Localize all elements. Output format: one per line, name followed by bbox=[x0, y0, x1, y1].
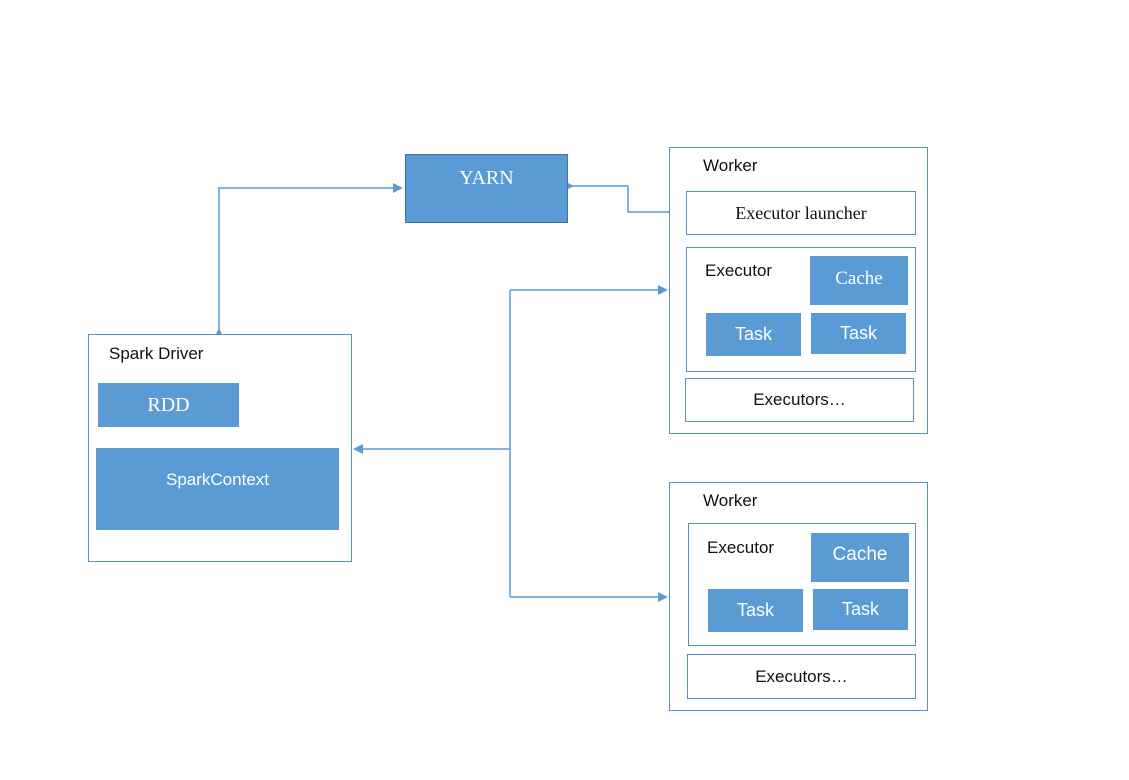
worker-1-task-1-box: Task bbox=[706, 313, 801, 356]
worker-2-task-1-box: Task bbox=[708, 589, 803, 632]
worker-1-title: Worker bbox=[703, 156, 758, 175]
spark-driver-box: Spark Driver RDD SparkContext bbox=[88, 334, 352, 562]
worker-1-task-2-box: Task bbox=[811, 313, 906, 354]
worker-2-executor-label: Executor bbox=[707, 538, 775, 557]
worker-2-task-2-box: Task bbox=[813, 589, 908, 630]
worker-1-cache-box: Cache bbox=[810, 256, 908, 305]
worker-1-executors-more-box: Executors… bbox=[685, 378, 914, 422]
worker-2-executor-box: Executor Cache Task Task bbox=[688, 523, 916, 646]
yarn-label: YARN bbox=[459, 167, 514, 189]
worker-2-task-2-label: Task bbox=[841, 599, 879, 619]
worker-2-task-1-label: Task bbox=[736, 600, 774, 620]
worker-2-title: Worker bbox=[703, 491, 758, 510]
driver-yarn-connector bbox=[214, 183, 403, 338]
spark-driver-title: Spark Driver bbox=[109, 344, 204, 363]
worker-2-cache-box: Cache bbox=[811, 533, 909, 582]
spark-context-label: SparkContext bbox=[166, 470, 269, 489]
spark-context-box: SparkContext bbox=[96, 448, 339, 530]
worker-1-executor-label: Executor bbox=[705, 261, 773, 280]
worker-1-task-2-label: Task bbox=[839, 323, 877, 343]
worker-2-executors-more-box: Executors… bbox=[687, 654, 916, 699]
worker-1-cache-label: Cache bbox=[835, 268, 883, 289]
worker-2-box: Worker Executor Cache Task Task Executor… bbox=[669, 482, 928, 711]
rdd-box: RDD bbox=[98, 383, 239, 427]
yarn-box: YARN bbox=[405, 154, 568, 223]
executor-launcher-label: Executor launcher bbox=[735, 202, 867, 223]
worker-1-executor-box: Executor Cache Task Task bbox=[686, 247, 916, 372]
executor-launcher-box: Executor launcher bbox=[686, 191, 916, 235]
worker-2-cache-label: Cache bbox=[832, 544, 888, 565]
yarn-launcher-connector bbox=[564, 181, 684, 217]
worker-1-box: Worker Executor launcher Executor Cache … bbox=[669, 147, 928, 434]
worker-1-task-1-label: Task bbox=[734, 324, 772, 344]
worker-2-executors-more-label: Executors… bbox=[755, 666, 848, 686]
rdd-label: RDD bbox=[147, 393, 190, 416]
worker-1-executors-more-label: Executors… bbox=[753, 390, 846, 409]
